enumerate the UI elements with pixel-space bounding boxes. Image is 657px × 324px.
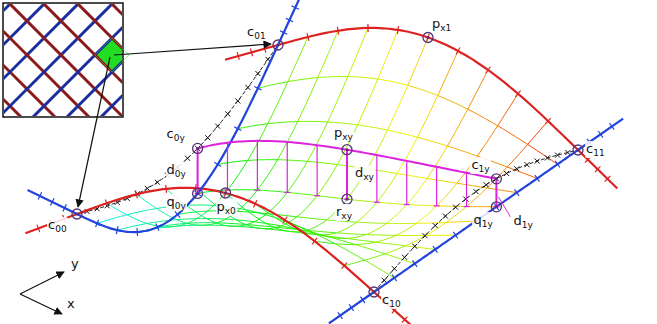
point-label: pxy — [333, 125, 354, 142]
grid-inset — [0, 0, 336, 160]
callout-arrow — [78, 44, 271, 207]
reference-curve — [374, 150, 578, 292]
grid-line — [4, 4, 122, 116]
grid-line — [58, 4, 122, 116]
point-label: q1y — [472, 212, 493, 229]
point-label: c10 — [381, 292, 402, 309]
offset-curve — [195, 141, 500, 207]
point-label: c00 — [47, 217, 68, 234]
leader-line — [498, 197, 510, 217]
boundary-curve — [28, 0, 301, 236]
point-label: px0 — [216, 199, 237, 216]
distance-label: dxy — [354, 165, 375, 182]
grid-line — [24, 4, 122, 116]
boundary-curve — [25, 184, 415, 324]
axis-label: y — [70, 256, 80, 271]
point-label: c0y — [166, 126, 186, 143]
surface-mesh — [77, 28, 578, 292]
grid-line — [88, 4, 122, 116]
distance-label: d0y — [166, 162, 187, 179]
distance-label: d1y — [512, 213, 533, 230]
grid-line — [54, 4, 122, 116]
axis-label: x — [66, 296, 76, 311]
point-label: c01 — [246, 24, 267, 41]
grid-line — [4, 4, 122, 116]
grid-line — [20, 4, 122, 116]
boundary-curve — [329, 119, 623, 324]
point-markers — [72, 33, 583, 298]
grid-line — [92, 4, 122, 116]
point-label: c1y — [470, 157, 490, 174]
point-label: c11 — [585, 141, 606, 158]
grid-line — [4, 4, 34, 116]
point-label: px1 — [431, 16, 452, 33]
axis-arrows — [20, 272, 64, 314]
point-label: q0y — [166, 194, 187, 211]
point-label: rxy — [335, 204, 353, 221]
